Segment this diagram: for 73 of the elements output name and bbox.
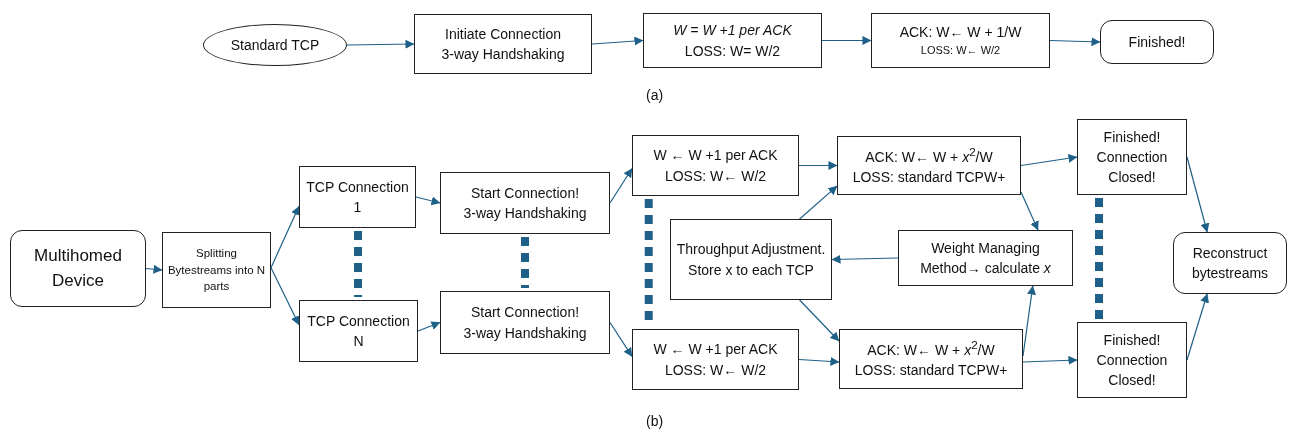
box-text: Store x to each TCP: [688, 260, 814, 280]
arrow: [609, 167, 633, 204]
box-text: Finished! Connection Closed!: [1095, 127, 1169, 188]
arrow: [145, 264, 163, 274]
process-box: [670, 219, 832, 300]
arrow: [1049, 37, 1101, 47]
box-text: LOSS: W← W/2: [664, 166, 767, 186]
box-text: 3-way Handshaking: [441, 45, 565, 64]
arrow: [1186, 293, 1209, 361]
process-box: [837, 136, 1021, 195]
process-box: [440, 172, 610, 234]
box-text: W ← W +1 per ACK: [653, 340, 778, 360]
box-text: Throughput Adjustment.: [676, 240, 826, 260]
arrow: [1186, 156, 1210, 233]
rounded-box: [10, 230, 146, 307]
box-text: LOSS: W= W/2: [684, 41, 781, 61]
arrow: [831, 254, 899, 264]
arrow: [346, 39, 415, 49]
box-text: Splitting Bytestreams into N parts: [167, 246, 266, 295]
arrow: [591, 36, 644, 46]
box-text: Standard TCP: [230, 35, 320, 55]
box-text: LOSS: W← W/2: [920, 42, 1001, 58]
arrow: [821, 36, 872, 45]
arrow: [1022, 285, 1037, 357]
box-text: W = W +1 per ACK: [673, 21, 792, 41]
arrow: [270, 267, 300, 326]
box-text: W ← W +1 per ACK: [653, 146, 778, 166]
box-text: Start Connection!: [470, 183, 580, 203]
box-text: Initiate Connection: [445, 24, 561, 44]
panel-label: (a): [646, 87, 664, 103]
box-text: Start Connection!: [470, 303, 580, 323]
process-box: [1077, 119, 1187, 195]
process-box: [898, 230, 1073, 286]
box-text: LOSS: standard TCPW+: [854, 361, 1008, 381]
arrow: [415, 196, 441, 206]
box-text: 3-way Handshaking: [463, 204, 587, 223]
box-text: Multihomed Device: [33, 244, 123, 292]
process-box: [414, 14, 592, 74]
box-text: Weight Managing Method→ calculate x: [919, 238, 1052, 278]
process-box: [440, 291, 610, 354]
arrow: [799, 299, 840, 342]
box-text: LOSS: standard TCPW+: [852, 167, 1006, 187]
arrow: [799, 185, 838, 220]
box-text: TCP Connection N: [306, 311, 411, 351]
process-box: [162, 232, 271, 308]
process-box: [632, 135, 799, 196]
arrow: [270, 205, 300, 269]
box-text: ACK: W← W + x$^{2}$/W: [867, 337, 995, 361]
box-text: ACK: W← W + x$^{2}$/W: [865, 143, 993, 167]
rounded-box: [1100, 20, 1214, 64]
process-box: [1077, 322, 1187, 398]
rounded-box: [1173, 232, 1287, 294]
process-box: [871, 13, 1050, 68]
arrow: [609, 321, 633, 358]
process-box: [299, 300, 418, 362]
process-box: [839, 329, 1023, 389]
process-box: [299, 166, 416, 228]
box-text: TCP Connection 1: [305, 177, 410, 217]
process-box: [632, 329, 799, 390]
arrow: [1020, 153, 1078, 167]
arrow: [1022, 355, 1078, 365]
arrow: [798, 357, 840, 366]
box-text: 3-way Handshaking: [463, 323, 587, 343]
box-text: Reconstruct bytestreams: [1190, 243, 1270, 283]
box-text: LOSS: W← W/2: [664, 360, 767, 380]
arrow: [1020, 191, 1039, 231]
panel-label: (b): [646, 413, 664, 429]
box-text: ACK: W← W + 1/W: [899, 23, 1022, 43]
arrow: [417, 321, 441, 332]
arrow: [798, 161, 838, 170]
box-text: Finished!: [1128, 32, 1186, 52]
process-box: [643, 13, 822, 68]
box-text: Finished! Connection Closed!: [1095, 330, 1169, 391]
